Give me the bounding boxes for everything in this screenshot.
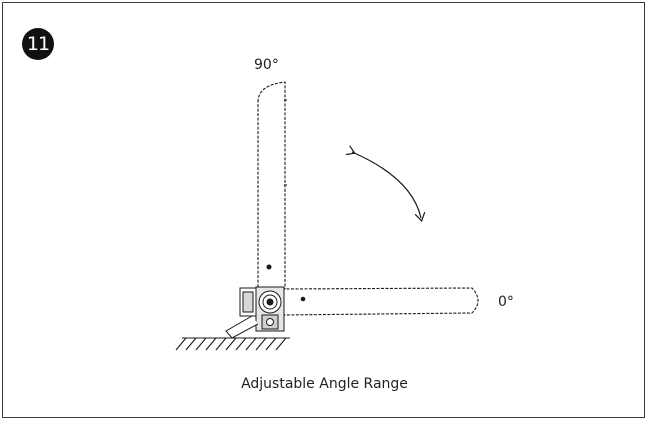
diagram-frame (2, 2, 645, 418)
panel-horizontal-position (281, 287, 479, 316)
hinge-pivot-icon (225, 286, 285, 339)
panel-vertical-position (257, 81, 287, 293)
angle-90-label: 90° (254, 57, 279, 73)
step-number-badge: 11 (22, 28, 54, 60)
rotation-arrow-icon (352, 152, 421, 218)
diagram-caption: Adjustable Angle Range (241, 376, 408, 392)
ground-hatch-icon (175, 337, 290, 351)
angle-0-label: 0° (498, 294, 514, 310)
